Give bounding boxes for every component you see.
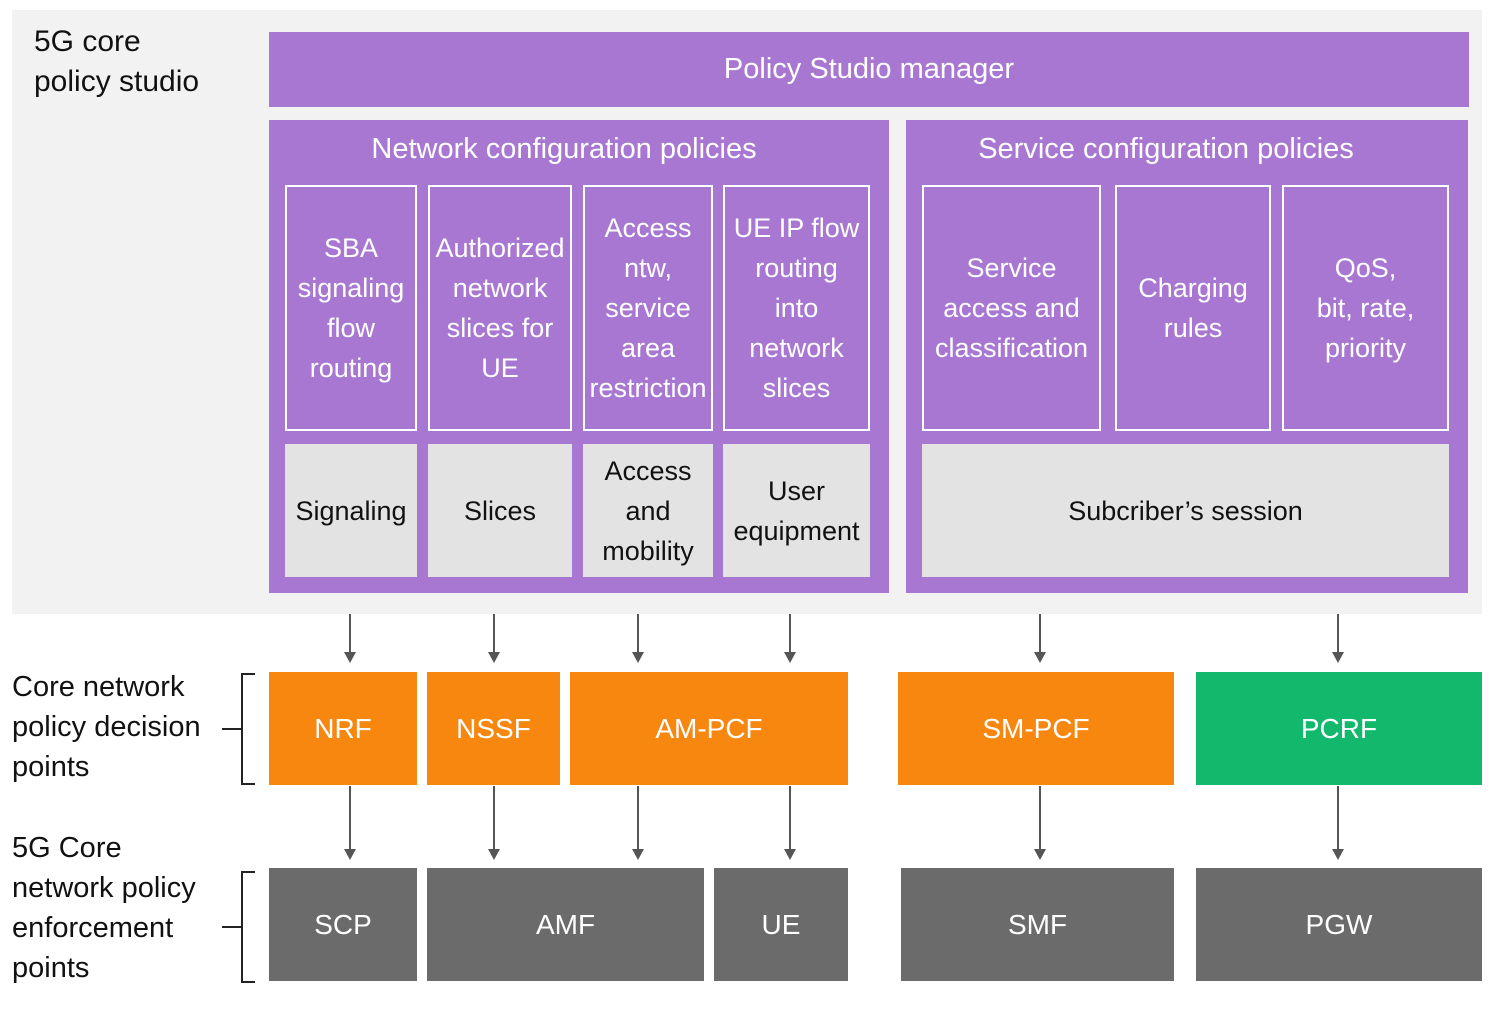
domain-access-mobility: Access and mobility (583, 444, 713, 577)
studio-title: 5G core policy studio (34, 25, 200, 98)
service-configuration-title: Service configuration policies (978, 133, 1354, 165)
sm-pcf-box: SM-PCF (898, 672, 1174, 785)
domain-user-equipment: User equipment (723, 444, 870, 577)
am-pcf-box: AM-PCF (570, 672, 848, 785)
domain-signaling: Signaling (285, 444, 417, 577)
ue-box: UE (714, 868, 848, 981)
scp-box: SCP (269, 868, 417, 981)
smf-box: SMF (901, 868, 1174, 981)
enforcement-bracket (241, 871, 255, 983)
pgw-box: PGW (1196, 868, 1482, 981)
decision-points-label: Core network policy decision points (12, 671, 201, 783)
policy-charging-rules: Charging rules (1115, 185, 1271, 431)
policy-access-restriction: Access ntw, service area restriction (583, 185, 713, 431)
policy-service-access-classification: Service access and classification (922, 185, 1101, 431)
enforcement-points-label: 5G Core network policy enforcement point… (12, 832, 196, 984)
amf-box: AMF (427, 868, 704, 981)
policy-ue-ip-flow-routing: UE IP flow routing into network slices (723, 185, 870, 431)
network-configuration-title: Network configuration policies (371, 133, 757, 165)
nssf-box: NSSF (427, 672, 560, 785)
policy-qos: QoS, bit, rate, priority (1282, 185, 1449, 431)
nrf-box: NRF (269, 672, 417, 785)
policy-authorized-slices: Authorized network slices for UE (428, 185, 572, 431)
policy-studio-manager: Policy Studio manager (269, 32, 1469, 107)
policy-sba-signaling: SBA signaling flow routing (285, 185, 417, 431)
decision-bracket (241, 673, 255, 785)
pcrf-box: PCRF (1196, 672, 1482, 785)
domain-subscriber-session: Subcriber’s session (922, 444, 1449, 577)
domain-slices: Slices (428, 444, 572, 577)
